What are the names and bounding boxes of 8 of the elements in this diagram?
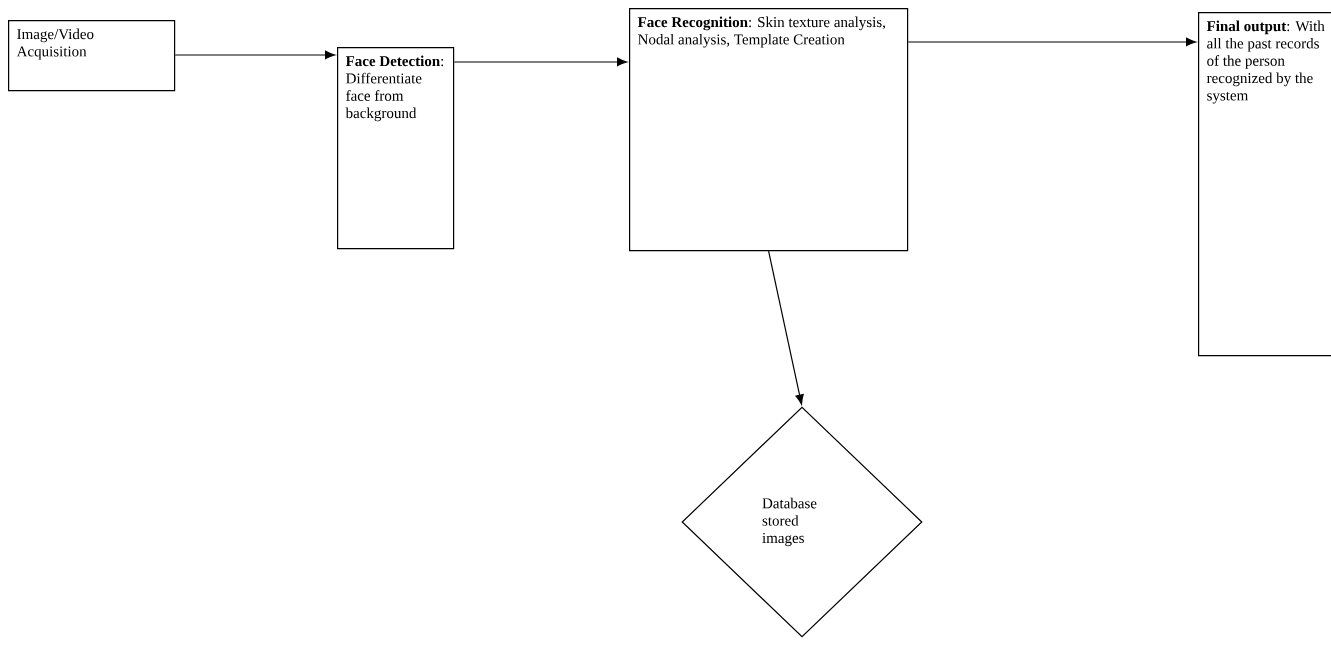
process-box: Face Recognition: Skin texture analysis, Nodal analysis, Template Creation <box>629 8 909 252</box>
arrow <box>174 50 336 60</box>
process-box: Image/Video Acquisition <box>8 20 176 92</box>
process-box: Final output: With all the past records of the person recognized by the system <box>1198 12 1331 357</box>
arrow <box>907 37 1197 47</box>
arrow <box>768 250 804 405</box>
process-box: Face Detection: Differentiate face from background <box>337 47 455 250</box>
arrow <box>453 57 628 67</box>
